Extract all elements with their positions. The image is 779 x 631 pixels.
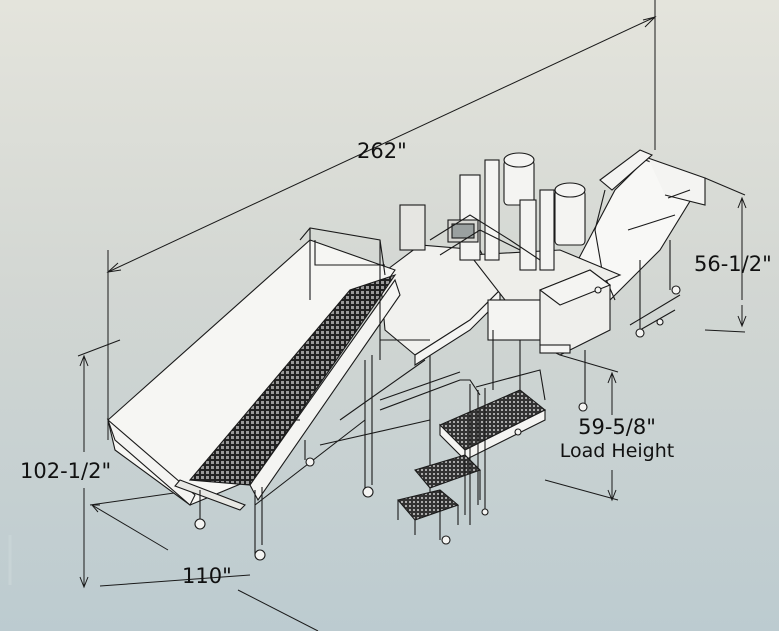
overall-width-label: 110" xyxy=(182,564,232,588)
load-height-callout: 59-5/8" Load Height xyxy=(548,417,686,461)
load-height-caption: Load Height xyxy=(559,440,675,462)
overall-height-label: 102-1/2" xyxy=(20,459,112,483)
film-rolls xyxy=(399,152,586,271)
access-stairs xyxy=(379,369,547,545)
left-incline-conveyor xyxy=(106,227,431,561)
load-height-value: 59-5/8" xyxy=(578,415,656,439)
center-table xyxy=(379,244,622,508)
overall-length-label: 262" xyxy=(357,139,407,163)
dimension-lines xyxy=(77,0,747,631)
machine-body xyxy=(106,149,706,561)
conveyor-height-label: 56-1/2" xyxy=(694,252,772,276)
